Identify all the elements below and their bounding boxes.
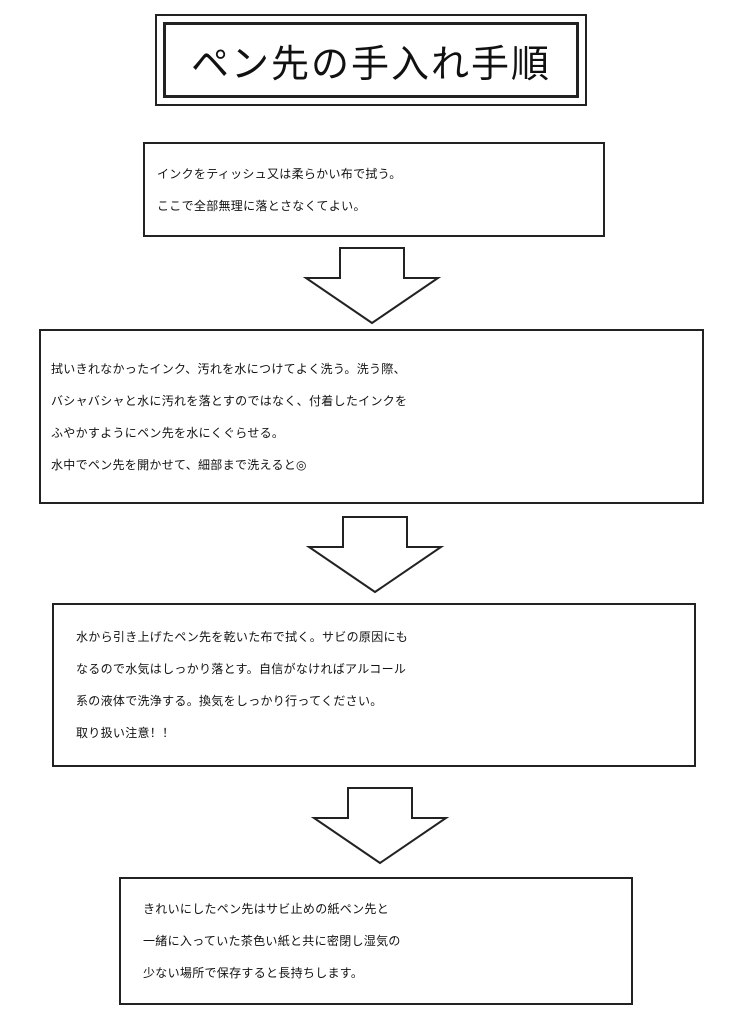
title-frame: ペン先の手入れ手順 [155,14,587,106]
step-3-box: 水から引き上げたペン先を乾いた布で拭く。サビの原因にも なるので水気はしっかり落… [52,603,696,767]
down-arrow-2 [305,516,445,594]
page-title: ペン先の手入れ手順 [190,41,551,86]
step-3-line-3: 系の液体で洗浄する。換気をしっかり行ってください。 [76,694,383,708]
step-4-line-2: 一緒に入っていた茶色い紙と共に密閉し湿気の [143,934,401,948]
step-2-line-4: 水中でペン先を開かせて、細部まで洗えると◎ [51,457,307,472]
step-1-line-1: インクをティッシュ又は柔らかい布で拭う。 [157,166,402,181]
down-arrow-3 [310,787,450,865]
step-1-line-2: ここで全部無理に落とさなくてよい。 [157,198,366,213]
step-2-line-3: ふやかすようにペン先を水にくぐらせる。 [51,425,285,440]
step-2-line-2: バシャバシャと水に汚れを落とすのではなく、付着したインクを [51,393,408,408]
step-4-line-1: きれいにしたペン先はサビ止めの紙ペン先と [143,902,390,916]
step-3-line-2: なるので水気はしっかり落とす。自信がなければアルコール [76,662,407,676]
step-2-box: 拭いきれなかったインク、汚れを水につけてよく洗う。洗う際、 バシャバシャと水に汚… [39,329,704,504]
step-1-box: インクをティッシュ又は柔らかい布で拭う。 ここで全部無理に落とさなくてよい。 [143,142,605,237]
step-2-line-1: 拭いきれなかったインク、汚れを水につけてよく洗う。洗う際、 [51,361,406,376]
step-3-line-4: 取り扱い注意！！ [76,726,175,740]
step-4-box: きれいにしたペン先はサビ止めの紙ペン先と 一緒に入っていた茶色い紙と共に密閉し湿… [119,877,633,1005]
down-arrow-1 [302,247,442,325]
title-inner-frame: ペン先の手入れ手順 [163,22,579,98]
step-3-line-1: 水から引き上げたペン先を乾いた布で拭く。サビの原因にも [76,630,409,644]
step-4-line-3: 少ない場所で保存すると長持ちします。 [143,966,364,980]
